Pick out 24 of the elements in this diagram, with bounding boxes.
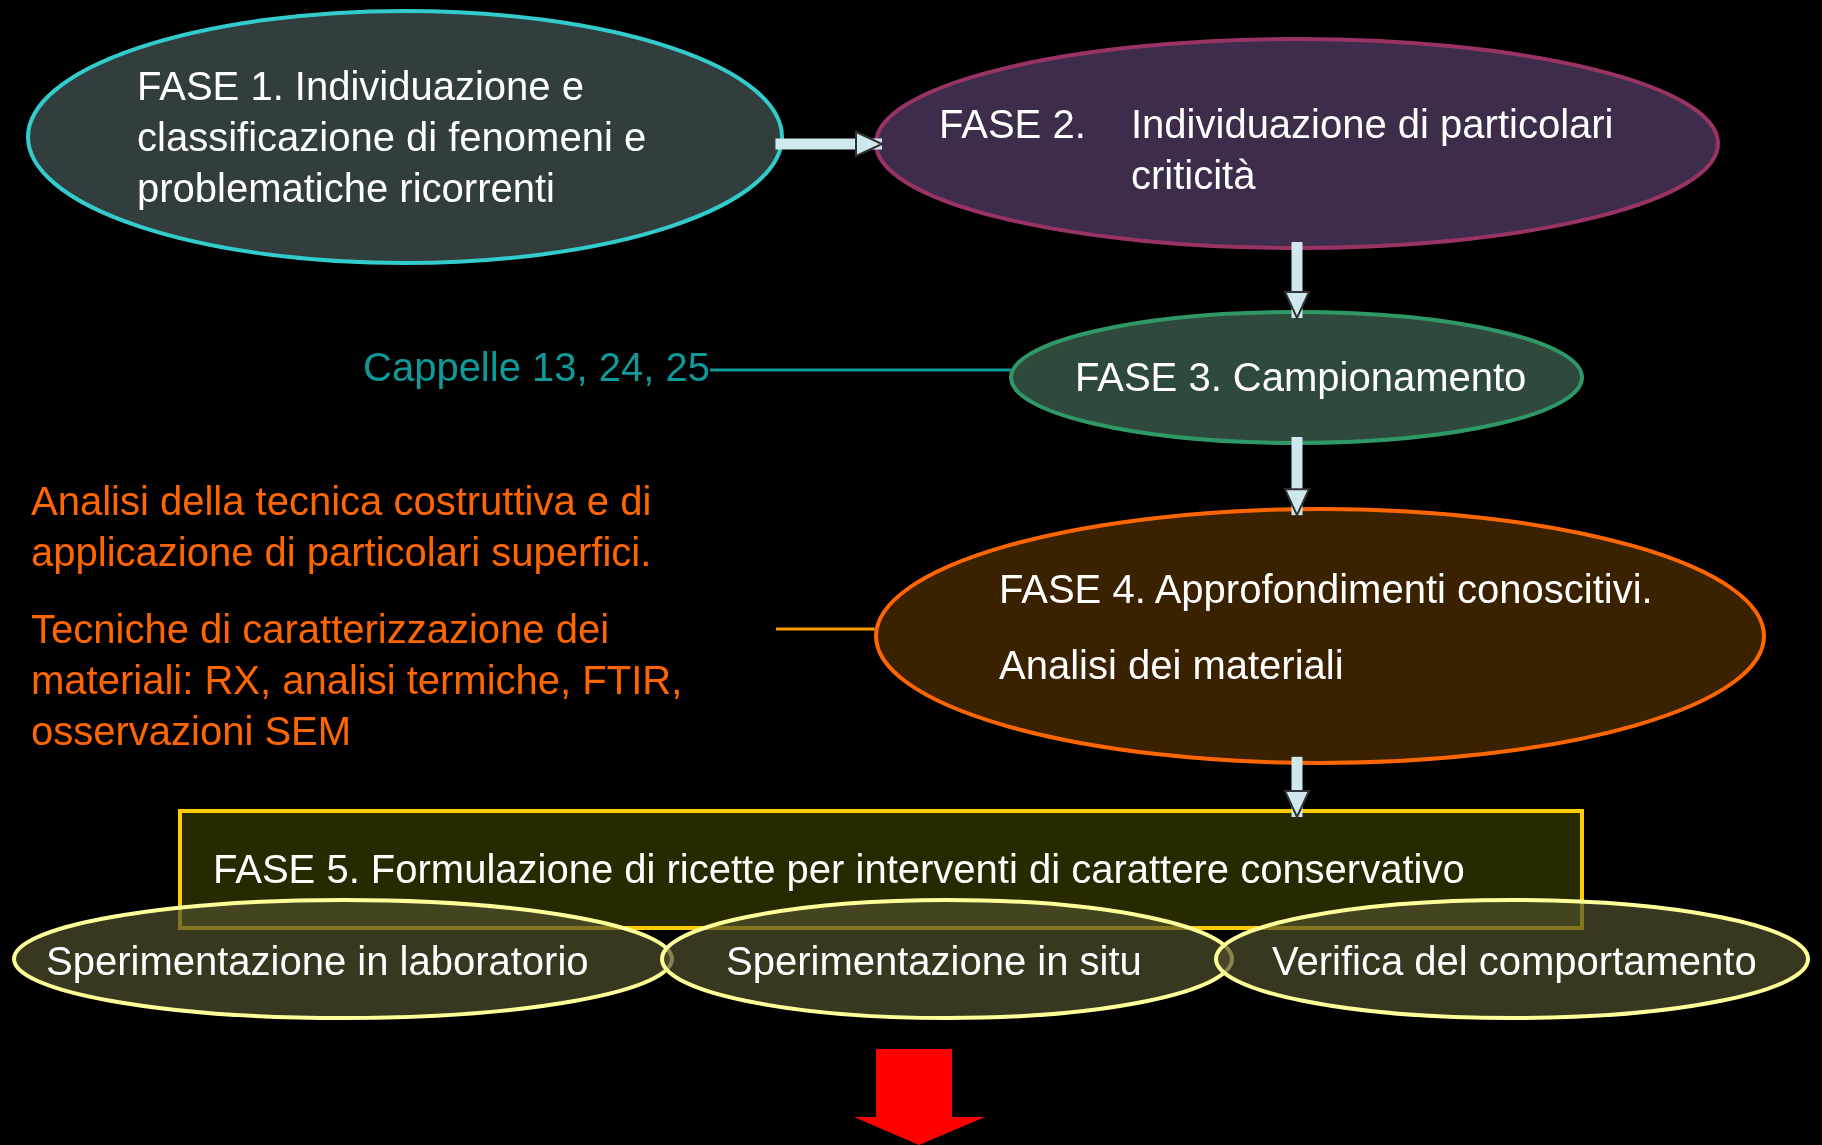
- phase-ellipse: [874, 37, 1720, 250]
- annotation-text: Analisi della tecnica costruttiva e di applicazione di particolari superfici.: [31, 478, 653, 576]
- arrow: [1284, 242, 1310, 319]
- arrow: [1284, 437, 1310, 517]
- phase-text: FASE 5. Formulazione di ricette per interventi di carattere conservativo: [213, 846, 1465, 893]
- phase-ellipse: [1009, 310, 1584, 445]
- activity-ellipse: [1214, 898, 1810, 1020]
- leader-line: [776, 627, 875, 631]
- phase-text: Analisi dei materiali: [999, 642, 1344, 689]
- phase-ellipse: [874, 507, 1766, 765]
- phase-text: FASE 4. Approfondimenti conoscitivi.: [999, 566, 1653, 613]
- phase-text: Verifica del comportamento: [1272, 938, 1757, 985]
- phase-text: FASE 3. Campionamento: [1075, 354, 1527, 401]
- arrow: [1284, 756, 1310, 818]
- phase-text: Sperimentazione in situ: [726, 938, 1142, 985]
- annotation-text: Cappelle 13, 24, 25: [363, 342, 710, 393]
- phase-text: Individuazione di particolari criticità: [1131, 101, 1615, 199]
- annotation-text: Tecniche di caratterizzazione dei materiali: RX, analisi termiche, FTIR, osservazioni SEM: [31, 604, 776, 757]
- phase-text: Sperimentazione in laboratorio: [46, 938, 589, 985]
- phase-text: FASE 2.: [939, 101, 1086, 148]
- arrow: [775, 131, 883, 157]
- phase-ellipse: [26, 9, 784, 265]
- phase-text: FASE 1. Individuazione e classificazione di fenomeni e problematiche ricorrenti: [137, 63, 648, 212]
- leader-line: [709, 368, 1011, 372]
